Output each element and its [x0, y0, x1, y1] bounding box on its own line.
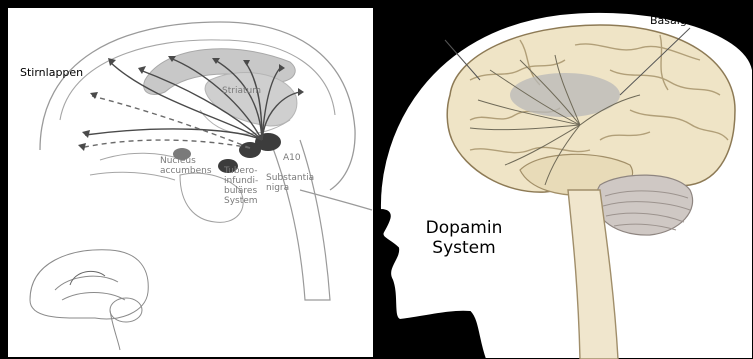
label-nucleus: Nucleus: [160, 156, 196, 166]
label-infundi: infundi-: [224, 176, 258, 186]
label-system-right: System: [416, 238, 512, 258]
label-dopamin: Dopamin: [416, 218, 512, 238]
right-panel: [380, 12, 753, 359]
label-bulaeres: buläres: [224, 186, 257, 196]
label-stirnlappen-right: Stirnlappen: [385, 26, 448, 39]
label-striatum: Striatum: [222, 86, 261, 96]
label-basalganglien: Basalganglien: [650, 14, 727, 27]
label-stirnlappen-left: Stirnlappen: [20, 66, 83, 79]
left-panel: [8, 8, 373, 357]
label-system-left: System: [224, 196, 258, 206]
label-nigra: nigra: [266, 183, 289, 193]
label-accumbens: accumbens: [160, 166, 212, 176]
label-substantia: Substantia: [266, 173, 314, 183]
label-a10: A10: [283, 153, 301, 163]
label-tubero: Tubero-: [224, 166, 258, 176]
